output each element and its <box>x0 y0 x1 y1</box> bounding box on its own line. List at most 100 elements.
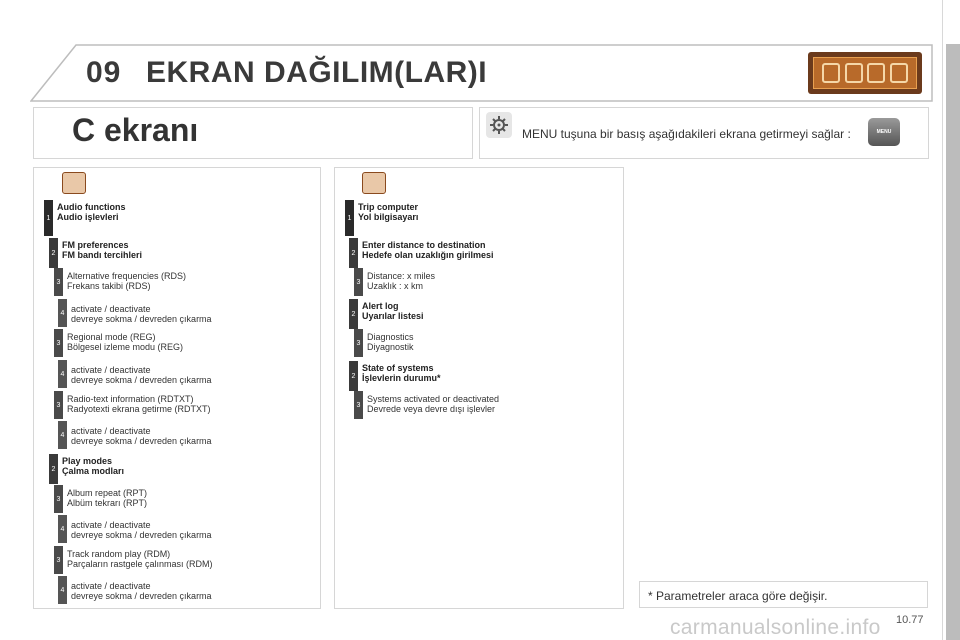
page-edge-line <box>942 0 943 640</box>
entry-line: Uzaklık : x km <box>367 281 424 291</box>
level-badge: 3 <box>354 329 363 357</box>
entry-line: Alternative frequencies (RDS) <box>67 271 187 281</box>
entry-line: devreye sokma / devreden çıkarma <box>71 591 212 601</box>
entry-line: Album repeat (RPT) <box>67 488 148 498</box>
trip-computer-icon <box>362 172 386 194</box>
entry-line: FM bandı tercihleri <box>62 250 143 260</box>
entry-line: Radio-text information (RDTXT) <box>67 394 194 404</box>
entry-line: Çalma modları <box>62 466 125 476</box>
page-number: 10.77 <box>896 614 924 626</box>
entry-line: Systems activated or deactivated <box>367 394 500 404</box>
entry-line: Alert log <box>362 301 399 311</box>
level-badge: 2 <box>349 299 358 329</box>
entry-text: Album repeat (RPT)Albüm tekrarı (RPT) <box>63 485 147 508</box>
level-badge: 2 <box>349 238 358 268</box>
navigation-icon <box>867 63 886 83</box>
footnote-box <box>639 581 928 608</box>
level-badge: 3 <box>54 329 63 357</box>
entry-text: Alternative frequencies (RDS)Frekans tak… <box>63 268 186 291</box>
entry-text: Regional mode (REG)Bölgesel izleme modu … <box>63 329 183 352</box>
level-badge: 3 <box>354 391 363 419</box>
entry-line: activate / deactivate <box>71 581 151 591</box>
entry-line: State of systems <box>362 363 434 373</box>
level-badge: 2 <box>349 361 358 391</box>
entry-line: devreye sokma / devreden çıkarma <box>71 530 212 540</box>
level-badge: 3 <box>54 391 63 419</box>
entry-line: Uyarılar listesi <box>362 311 424 321</box>
entry-line: Parçaların rastgele çalınması (RDM) <box>67 559 213 569</box>
level-badge: 3 <box>54 546 63 574</box>
level-badge: 4 <box>58 299 67 327</box>
level-badge: 3 <box>54 268 63 296</box>
phone-icon <box>844 63 863 83</box>
entry-text: Radio-text information (RDTXT)Radyotexti… <box>63 391 211 414</box>
entry-line: Bölgesel izleme modu (REG) <box>67 342 184 352</box>
entry-line: Diagnostics <box>367 332 414 342</box>
entry-line: activate / deactivate <box>71 520 151 530</box>
watermark: carmanualsonline.info <box>670 616 881 639</box>
entry-line: activate / deactivate <box>71 304 151 314</box>
level-badge: 1 <box>44 200 53 236</box>
audio-functions-icon <box>62 172 86 194</box>
trip-icon <box>889 63 908 83</box>
entry-line: devreye sokma / devreden çıkarma <box>71 314 212 324</box>
menu-instruction-box <box>479 107 929 159</box>
footnote: * Parametreler araca göre değişir. <box>648 589 828 603</box>
level-badge: 1 <box>345 200 354 236</box>
level-badge: 3 <box>54 485 63 513</box>
entry-text: Track random play (RDM)Parçaların rastge… <box>63 546 213 569</box>
entry-line: Frekans takibi (RDS) <box>67 281 151 291</box>
level-badge: 4 <box>58 576 67 604</box>
entry-line: activate / deactivate <box>71 365 151 375</box>
settings-gear-icon <box>486 112 512 138</box>
page-edge-tab <box>946 44 960 640</box>
entry-line: Hedefe olan uzaklığın girilmesi <box>362 250 494 260</box>
screen-title-box <box>33 107 473 159</box>
entry-line: Enter distance to destination <box>362 240 486 250</box>
entry-line: Audio işlevleri <box>57 212 119 222</box>
entry-line: devreye sokma / devreden çıkarma <box>71 436 212 446</box>
chapter-title: EKRAN DAĞILIM(LAR)I <box>146 56 488 89</box>
level-badge: 4 <box>58 515 67 543</box>
entry-line: FM preferences <box>62 240 129 250</box>
entry-line: Distance: x miles <box>367 271 436 281</box>
level-badge: 2 <box>49 454 58 484</box>
screen-title: C ekranı <box>72 112 199 148</box>
level-badge: 2 <box>49 238 58 268</box>
entry-line: Devrede veya devre dışı işlevler <box>367 404 496 414</box>
audio-icon <box>822 63 841 83</box>
entry-line: Regional mode (REG) <box>67 332 156 342</box>
level-badge: 3 <box>354 268 363 296</box>
entry-line: Trip computer <box>358 202 419 212</box>
